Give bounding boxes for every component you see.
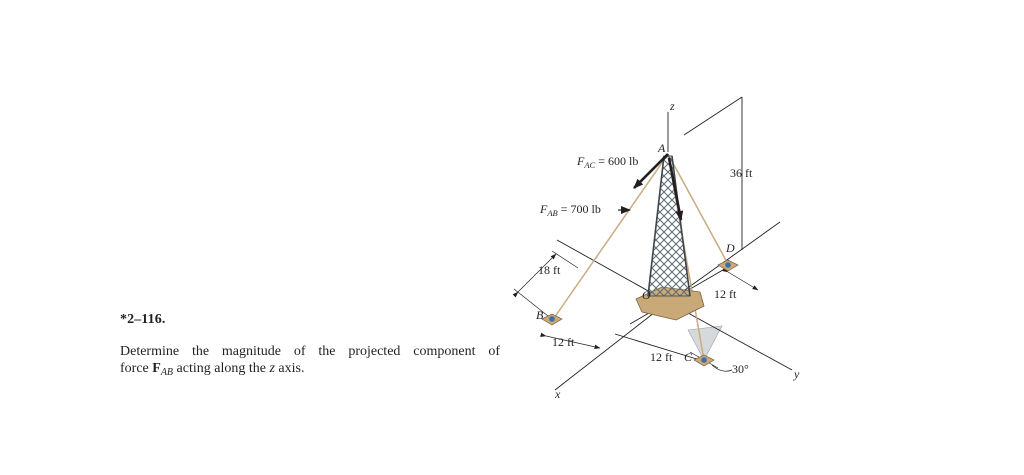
x-axis — [554, 301, 669, 391]
fab-symbol: F — [539, 202, 548, 216]
line-2-prefix: force — [120, 361, 153, 376]
tower-mast-right — [671, 155, 691, 297]
dim-18ft-label: 18 ft — [538, 263, 561, 277]
cable-ab — [551, 153, 669, 322]
force-symbol: F — [152, 361, 161, 376]
force-arrow-fac — [633, 153, 669, 189]
fac-value: = 600 lb — [595, 154, 638, 168]
y-axis-label: y — [793, 367, 800, 381]
point-c-label: C — [684, 350, 693, 364]
axis-letter: z — [269, 361, 275, 376]
fab-subscript: AB — [546, 208, 557, 218]
force-subscript: AB — [160, 367, 174, 378]
force-arrow-fab — [667, 157, 684, 221]
point-b-label: B — [536, 308, 544, 322]
shaded-region — [687, 325, 723, 361]
dim-18ft — [512, 253, 557, 298]
point-a-label: A — [657, 141, 666, 155]
anchor-d — [717, 259, 739, 272]
line-2-mid: acting along the — [173, 361, 270, 376]
fac-label: FAC = 600 lb — [576, 154, 638, 170]
problem-number: *2–116. — [120, 312, 166, 327]
fab-value: = 700 lb — [558, 202, 601, 216]
fab-label: FAB = 700 lb — [539, 202, 601, 218]
fac-subscript: AC — [583, 160, 595, 170]
line-2-suffix: axis. — [274, 361, 305, 376]
dim-12ft-x — [540, 332, 601, 349]
anchor-c — [693, 354, 715, 367]
problem-statement-line-1: Determine the magnitude of the projected… — [120, 344, 500, 359]
fac-symbol: F — [576, 154, 585, 168]
dim-12ft-d-label: 12 ft — [714, 287, 737, 301]
problem-statement: Determine the magnitude of the projected… — [120, 343, 500, 381]
x-axis-label: x — [554, 387, 561, 401]
point-o-label: O — [642, 288, 651, 302]
dim-12ft-x-label: 12 ft — [552, 335, 575, 349]
dim-18ft-ext-a — [513, 288, 549, 317]
dim-36ft-label: 36 ft — [730, 166, 753, 180]
anchor-b — [541, 313, 563, 326]
point-d-label: D — [725, 241, 735, 255]
tower-mast-left — [647, 155, 665, 297]
top-diagonal — [683, 96, 743, 136]
c-ground-line — [614, 333, 701, 361]
cable-ad — [667, 153, 729, 265]
problem-statement-line-2: force FAB acting along the z axis. — [120, 360, 500, 381]
angle-label: 30° — [732, 362, 749, 376]
dim-12ft-y-label: 12 ft — [650, 350, 673, 364]
tower-lattice — [647, 155, 691, 297]
dim-12ft-d — [722, 267, 759, 291]
z-axis-label: z — [669, 99, 675, 113]
dim-18ft-ext-b — [551, 250, 579, 269]
angle-arc — [711, 364, 733, 372]
